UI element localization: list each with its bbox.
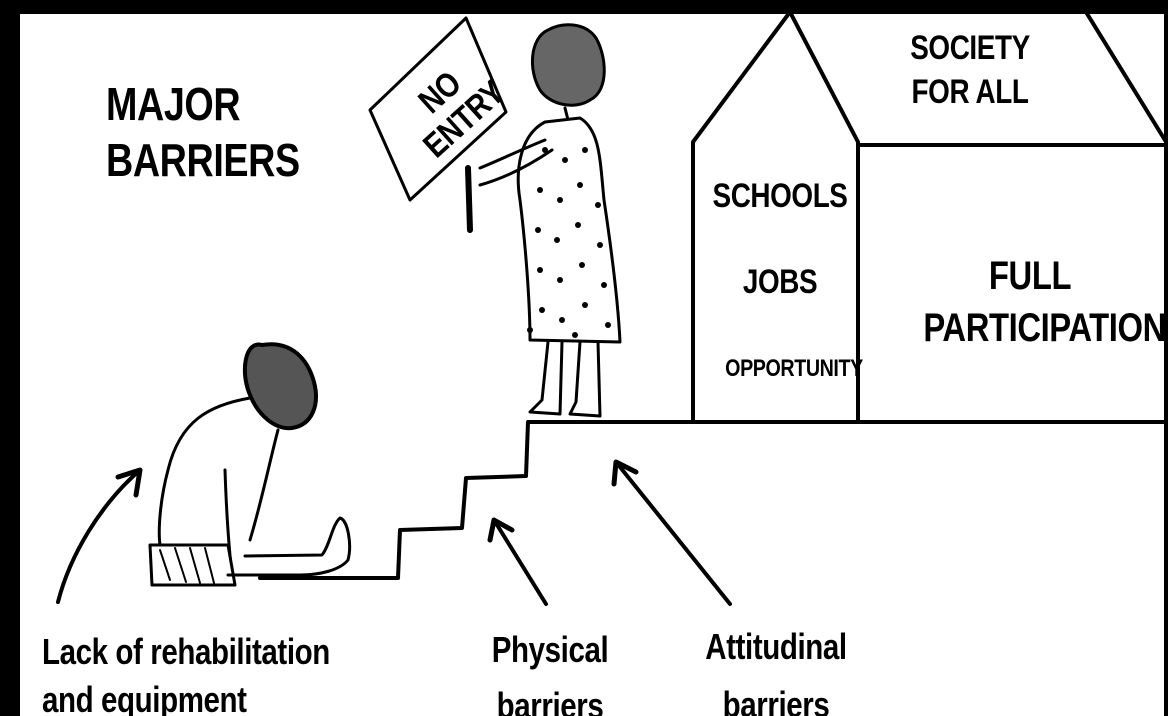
caption-lack-line-1: Lack of rehabilitation bbox=[42, 631, 330, 672]
arrow-physical-head bbox=[487, 517, 515, 543]
house-roof-label: SOCIETY FOR ALL bbox=[888, 26, 1052, 114]
cartoon-panel: MAJOR BARRIERS NO ENTRY SOCIETY FOR ALL … bbox=[20, 14, 1164, 716]
arrow-attitudinal-head bbox=[611, 459, 639, 487]
caption-attitudinal-line-1: Attitudinal bbox=[705, 626, 847, 667]
arrow-attitudinal bbox=[614, 460, 732, 606]
caption-physical-line-2: barriers bbox=[496, 685, 604, 716]
title: MAJOR BARRIERS bbox=[106, 76, 300, 188]
arrow-lack bbox=[56, 468, 142, 604]
standing-woman bbox=[368, 16, 622, 418]
arrow-physical bbox=[492, 518, 548, 606]
caption-lack-line-2: and equipment bbox=[42, 679, 247, 716]
roof-line-2: FOR ALL bbox=[911, 73, 1029, 111]
house-tower bbox=[691, 14, 860, 422]
roof-line-1: SOCIETY bbox=[910, 29, 1030, 67]
tower-label-jobs: JOBS bbox=[742, 263, 818, 301]
tower-label-schools: SCHOOLS bbox=[712, 177, 848, 215]
tower-label-opportunity: OPPORTUNITY bbox=[725, 355, 863, 382]
title-line-2: BARRIERS bbox=[106, 134, 300, 186]
title-line-1: MAJOR bbox=[106, 78, 241, 130]
caption-physical-barriers: Physical barriers bbox=[468, 622, 632, 716]
caption-attitudinal-line-2: barriers bbox=[722, 684, 830, 716]
caption-attitudinal-barriers: Attitudinal barriers bbox=[694, 618, 858, 716]
illustration bbox=[56, 14, 1164, 606]
caption-physical-line-1: Physical bbox=[491, 629, 609, 670]
participation-line-1: FULL bbox=[988, 254, 1072, 298]
house-main bbox=[790, 14, 1164, 147]
caption-lack-of-rehabilitation: Lack of rehabilitation and equipment bbox=[42, 628, 330, 716]
sitting-person bbox=[148, 342, 352, 587]
arrow-lack-head bbox=[115, 467, 143, 498]
participation-line-2: PARTICIPATION bbox=[923, 306, 1164, 350]
staircase bbox=[258, 420, 1164, 580]
full-participation-label: FULL PARTICIPATION bbox=[923, 250, 1164, 354]
